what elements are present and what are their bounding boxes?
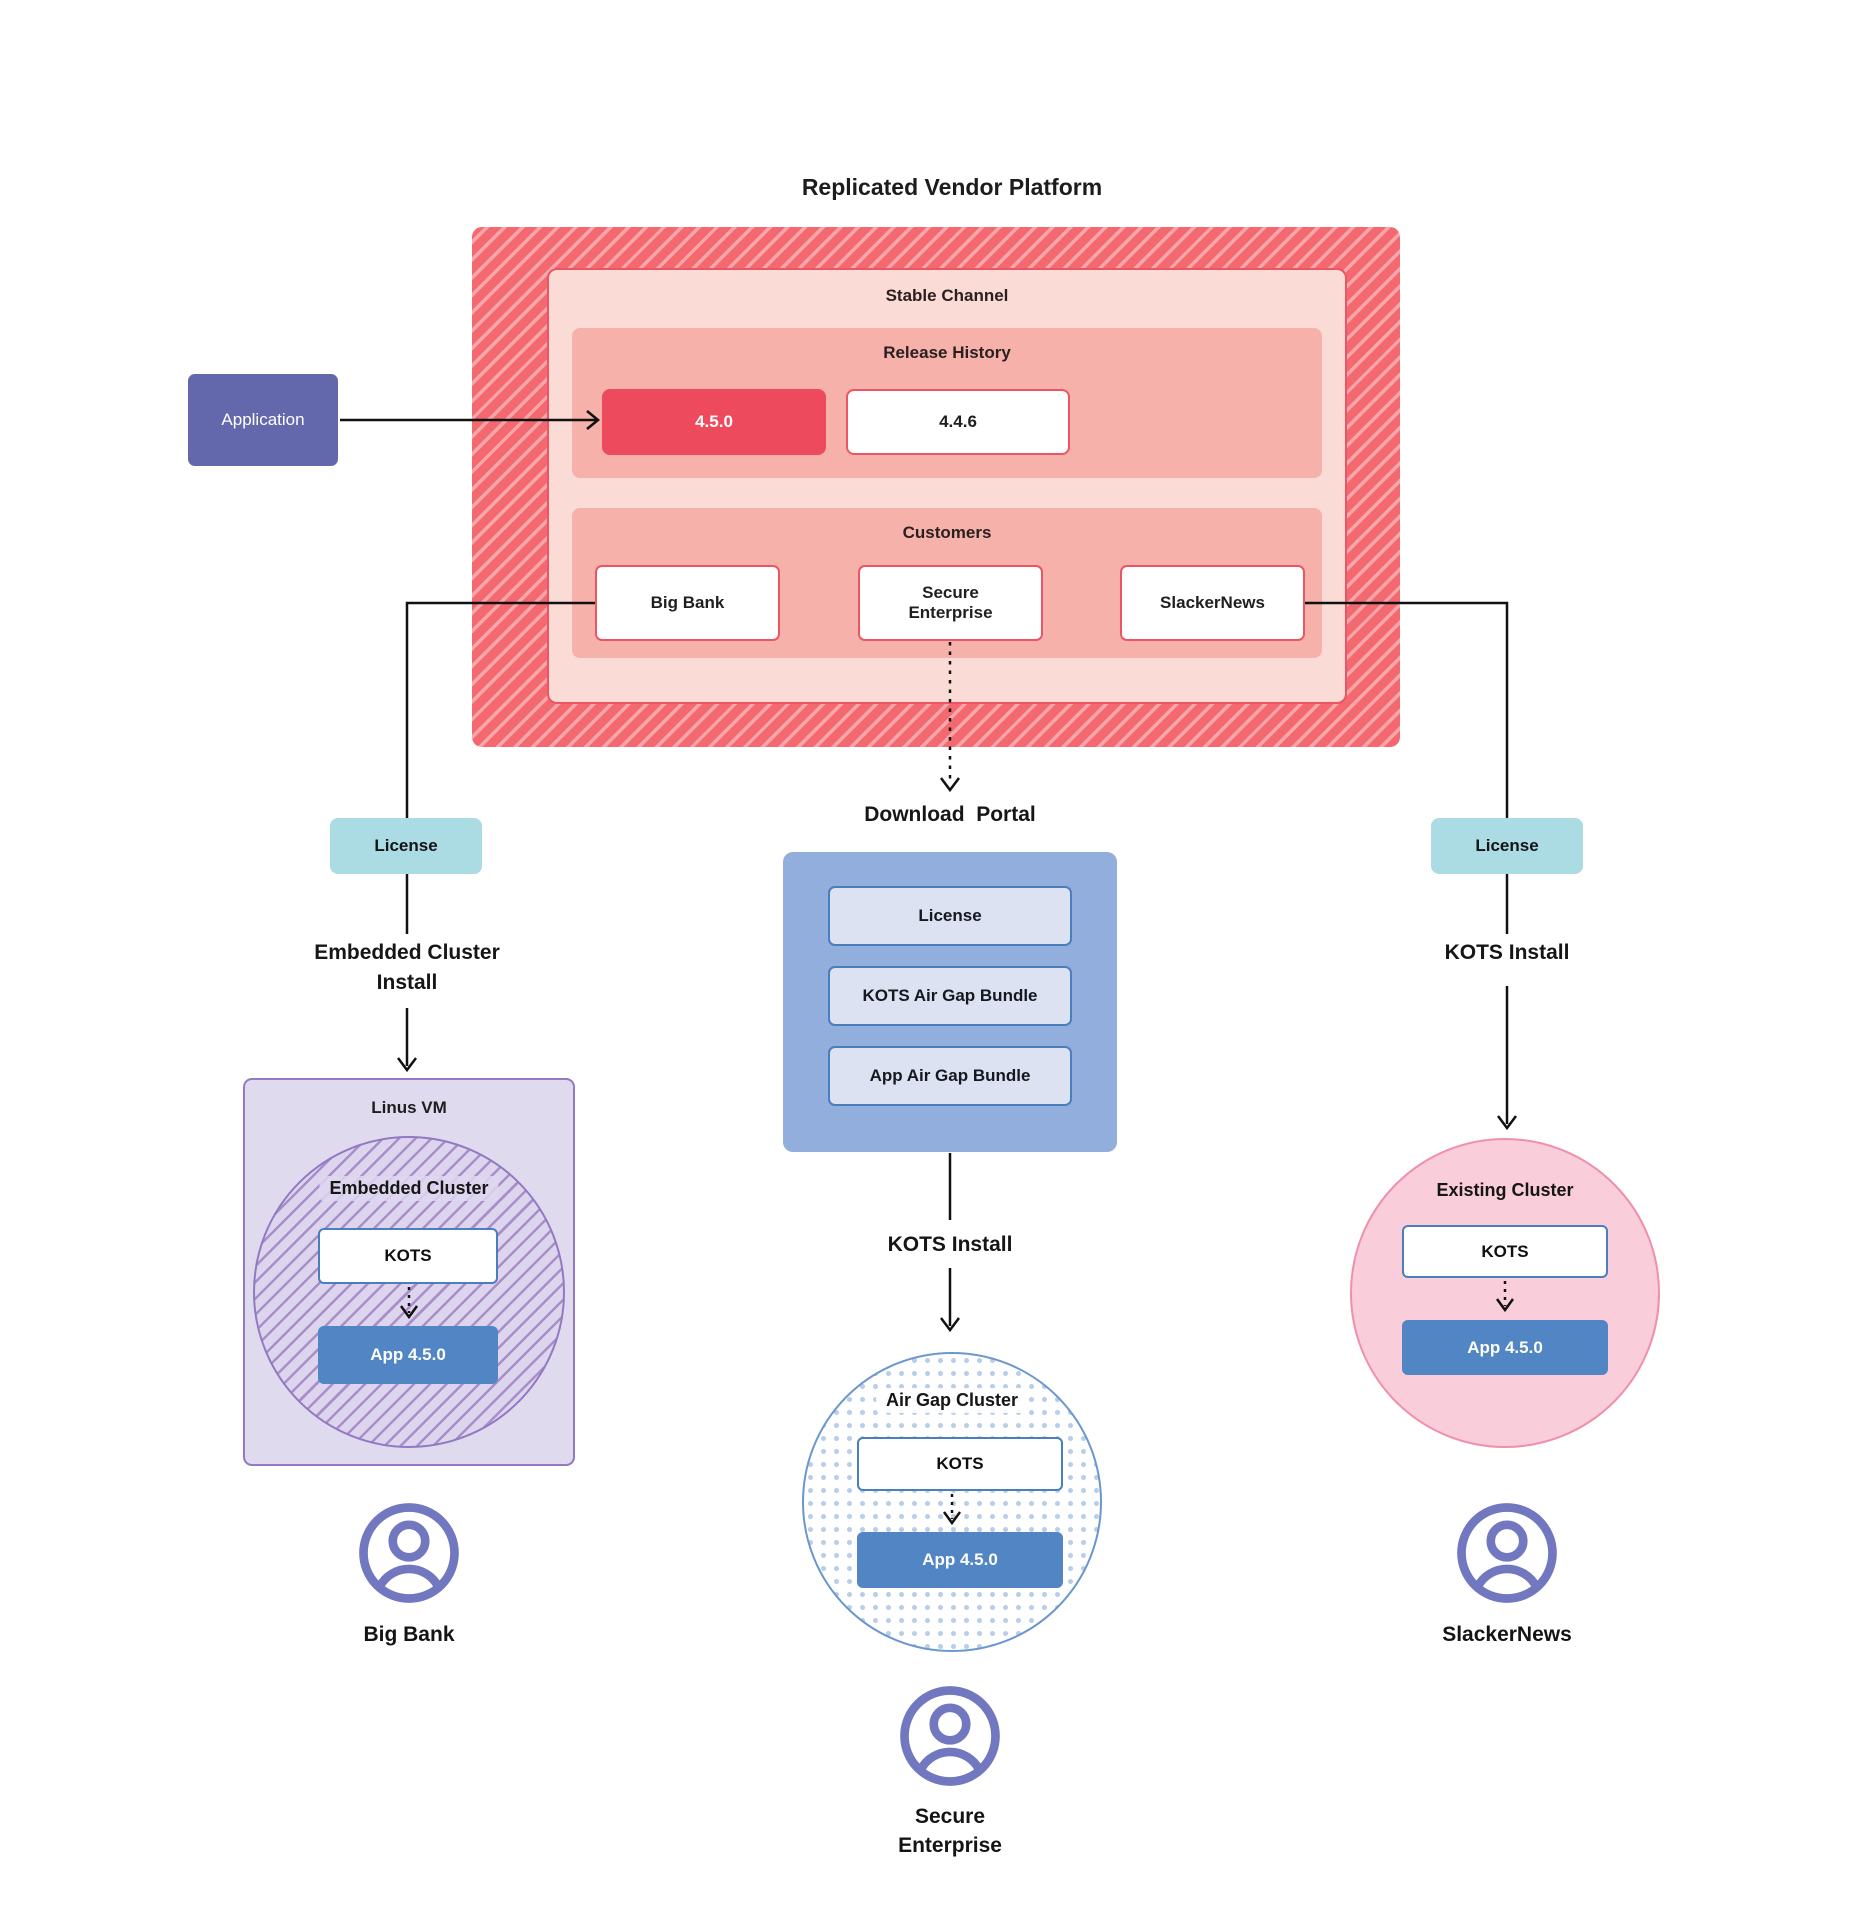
kots-label: KOTS <box>936 1454 984 1473</box>
kots-install-label-middle: KOTS Install <box>887 1233 1013 1256</box>
customers-label: Customers <box>902 523 992 542</box>
customer-secure-enterprise: Secure Enterprise <box>858 565 1043 641</box>
kots-box-left: KOTS <box>318 1228 498 1284</box>
existing-cluster-label: Existing Cluster <box>1436 1180 1574 1200</box>
customer-big-bank: Big Bank <box>595 565 780 641</box>
release-4-4-6: 4.4.6 <box>846 389 1070 455</box>
license-label: License <box>1475 836 1539 855</box>
customer-slackernews: SlackerNews <box>1120 565 1305 641</box>
license-label: License <box>374 836 438 855</box>
user-label-secure-enterprise: Secure Enterprise <box>898 1805 1002 1857</box>
stable-channel-label: Stable Channel <box>885 286 1009 305</box>
kots-box-middle: KOTS <box>857 1437 1063 1491</box>
embedded-cluster-install-label: Embedded Cluster Install <box>314 941 500 994</box>
portal-item-label: App Air Gap Bundle <box>869 1066 1031 1085</box>
kots-box-right: KOTS <box>1402 1225 1608 1278</box>
download-portal-title: Download Portal <box>864 803 1036 826</box>
page-title: Replicated Vendor Platform <box>801 174 1103 200</box>
customer-name: SlackerNews <box>1160 593 1265 612</box>
user-label-big-bank: Big Bank <box>363 1623 455 1646</box>
user-icon <box>900 1686 1000 1786</box>
release-version: 4.4.6 <box>939 412 977 431</box>
app-label: App 4.5.0 <box>370 1345 446 1364</box>
air-gap-cluster-label: Air Gap Cluster <box>875 1388 1029 1413</box>
portal-item-kots-airgap-bundle: KOTS Air Gap Bundle <box>828 966 1072 1026</box>
kots-label: KOTS <box>384 1246 432 1265</box>
kots-install-label-right: KOTS Install <box>1444 941 1570 964</box>
app-label: App 4.5.0 <box>922 1550 998 1569</box>
app-box-middle: App 4.5.0 <box>857 1532 1063 1588</box>
customer-name: Big Bank <box>650 593 725 612</box>
app-box-left: App 4.5.0 <box>318 1326 498 1384</box>
kots-label: KOTS <box>1481 1241 1529 1261</box>
portal-item-app-airgap-bundle: App Air Gap Bundle <box>828 1046 1072 1106</box>
app-box-right: App 4.5.0 <box>1402 1320 1608 1375</box>
embedded-cluster-label: Embedded Cluster <box>319 1176 499 1201</box>
application-label: Application <box>221 410 305 429</box>
application-box: Application <box>188 374 338 466</box>
release-4-5-0: 4.5.0 <box>602 389 826 455</box>
user-label-slackernews: SlackerNews <box>1442 1623 1572 1646</box>
linus-vm-label: Linus VM <box>371 1098 447 1117</box>
arrowhead <box>1497 1115 1517 1131</box>
arrowhead <box>940 1317 960 1333</box>
customer-name: Secure Enterprise <box>908 583 993 622</box>
license-box-left: License <box>330 818 482 874</box>
app-label: App 4.5.0 <box>1467 1337 1543 1357</box>
user-icon <box>359 1503 459 1603</box>
user-icon <box>1457 1503 1557 1603</box>
portal-item-license: License <box>828 886 1072 946</box>
release-history-label: Release History <box>883 343 1011 362</box>
license-box-right: License <box>1431 818 1583 874</box>
portal-item-label: License <box>918 906 982 925</box>
portal-item-label: KOTS Air Gap Bundle <box>862 986 1038 1005</box>
arrowhead <box>397 1057 417 1073</box>
arrowhead <box>940 777 960 793</box>
release-version: 4.5.0 <box>695 412 733 431</box>
